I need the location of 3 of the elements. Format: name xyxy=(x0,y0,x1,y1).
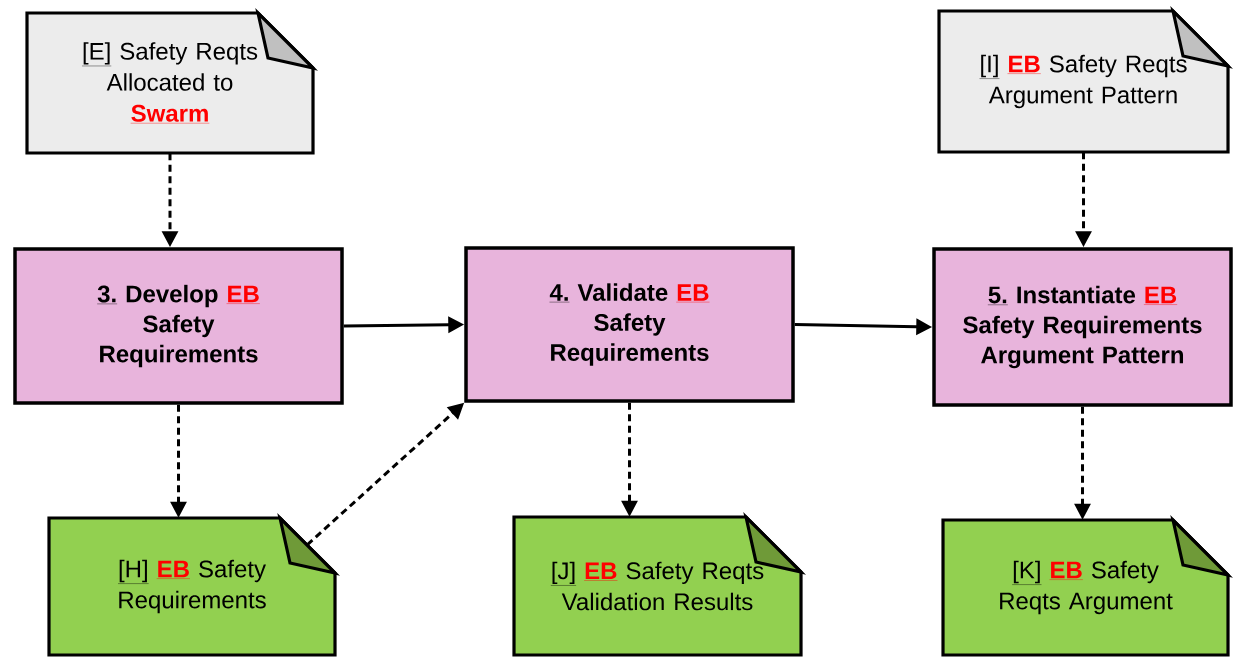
process-box: 4. Validate EB Safety Requirements xyxy=(464,246,795,403)
process-box: 5. Instantiate EB Safety Requirements Argument Pattern xyxy=(932,247,1233,407)
process-box: 3. Develop EB Safety Requirements xyxy=(13,247,344,405)
